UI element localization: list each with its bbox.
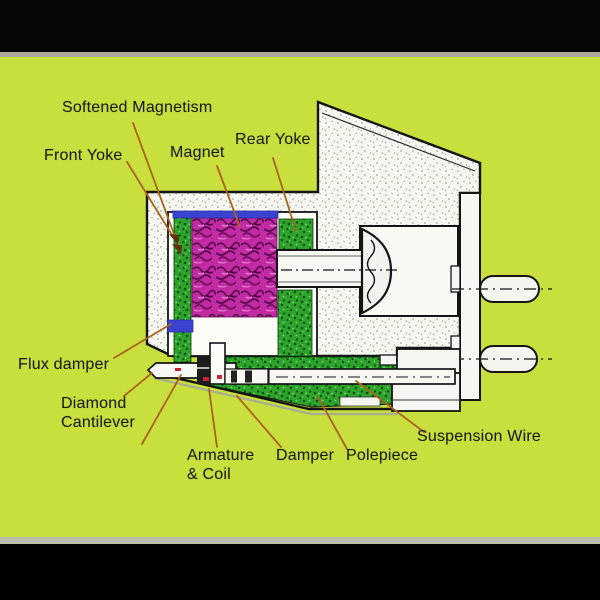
screw-head bbox=[360, 227, 393, 315]
leader-polepiece bbox=[317, 396, 348, 450]
pin-collar-top bbox=[450, 265, 461, 293]
leader-suspension-wire bbox=[355, 380, 425, 433]
label-softened-magnetism: Softened Magnetism bbox=[62, 99, 213, 116]
flux-damper-block bbox=[167, 319, 194, 333]
polepiece-band-upper bbox=[225, 356, 398, 370]
red-mark-1 bbox=[203, 377, 209, 381]
leader-damper bbox=[236, 395, 282, 448]
label-armature-coil-line1: Armature bbox=[187, 447, 255, 464]
armature-bar bbox=[209, 342, 226, 385]
collar-segment-1 bbox=[231, 370, 237, 383]
label-rear-yoke: Rear Yoke bbox=[235, 131, 311, 148]
leader-softened-magnetism bbox=[132, 122, 182, 254]
label-flux-damper: Flux damper bbox=[18, 356, 110, 373]
label-diamond-cantilever-line2: Cantilever bbox=[61, 414, 136, 431]
top-separator-line bbox=[0, 52, 600, 57]
label-suspension-wire: Suspension Wire bbox=[417, 428, 541, 445]
label-polepiece: Polepiece bbox=[346, 447, 419, 464]
phillips-screw-profile bbox=[366, 239, 376, 304]
label-front-yoke: Front Yoke bbox=[44, 147, 123, 164]
leader-flux-damper bbox=[113, 323, 172, 359]
leader-armature-coil bbox=[208, 388, 218, 448]
shell-bottom-outline bbox=[149, 370, 397, 411]
rear-panel bbox=[459, 192, 481, 401]
leader-front-yoke bbox=[126, 161, 178, 244]
label-armature-coil-line2: & Coil bbox=[187, 466, 231, 483]
softened-magnetism-plate bbox=[172, 210, 279, 219]
bottom-letterbox-bar bbox=[0, 544, 600, 600]
leader-diamond bbox=[123, 372, 153, 397]
magnet-block bbox=[191, 217, 278, 318]
arrowhead-front-yoke bbox=[169, 234, 179, 245]
top-letterbox-bar bbox=[0, 0, 600, 52]
shell-bottom-shadow bbox=[153, 376, 398, 416]
arrowhead-softened-magnetism bbox=[172, 244, 182, 255]
roof-inner-line bbox=[321, 112, 476, 172]
red-mark-2 bbox=[217, 375, 222, 379]
label-diamond-cantilever-line1: Diamond bbox=[61, 395, 127, 412]
leader-magnet bbox=[216, 165, 241, 228]
leader-rear-yoke bbox=[272, 157, 297, 232]
label-damper: Damper bbox=[276, 447, 335, 464]
bottom-separator-line bbox=[0, 537, 600, 544]
rear-yoke-lower-block bbox=[277, 289, 313, 357]
shell-notch bbox=[339, 396, 381, 407]
leader-cantilever bbox=[141, 374, 182, 445]
leader-lines bbox=[113, 122, 425, 450]
terminal-step bbox=[379, 354, 399, 366]
rear-yoke-upper-block bbox=[278, 218, 314, 252]
label-magnet: Magnet bbox=[170, 144, 225, 161]
collar-segment-2 bbox=[245, 370, 252, 383]
red-mark-3 bbox=[175, 368, 181, 371]
